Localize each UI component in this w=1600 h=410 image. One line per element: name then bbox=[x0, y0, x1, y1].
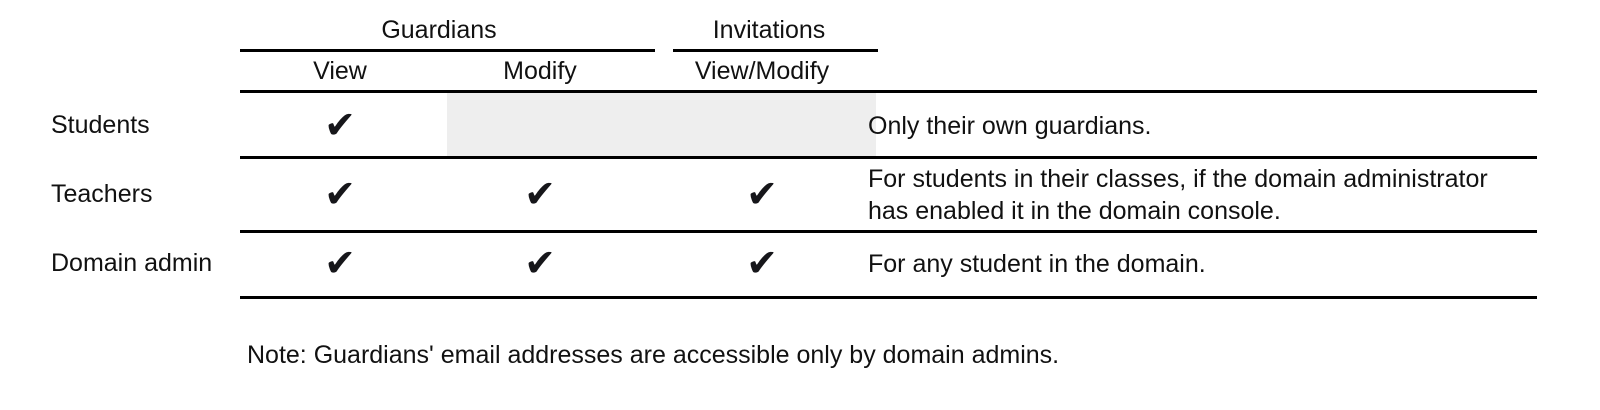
row-description-domain-admin: For any student in the domain. bbox=[868, 250, 1206, 278]
column-header-modify: Modify bbox=[503, 57, 577, 85]
check-icon-teachers-invitations: ✔ bbox=[746, 172, 778, 216]
column-group-guardians: Guardians bbox=[381, 16, 497, 44]
row-description-teachers: For students in their classes, if the do… bbox=[868, 165, 1488, 225]
rule-group-invitations bbox=[673, 49, 878, 52]
rule-row-students-bottom bbox=[240, 156, 1537, 159]
row-label-domain-admin: Domain admin bbox=[51, 249, 213, 277]
rule-row-teachers-bottom bbox=[240, 230, 1537, 233]
row-label-teachers: Teachers bbox=[51, 180, 153, 208]
rule-group-guardians bbox=[240, 49, 655, 52]
check-icon-domain-admin-guardians-view: ✔ bbox=[324, 241, 356, 285]
check-icon-teachers-guardians-modify: ✔ bbox=[524, 172, 556, 216]
rule-table-bottom bbox=[240, 296, 1537, 299]
column-header-view: View bbox=[313, 57, 367, 85]
row-label-students: Students bbox=[51, 111, 150, 139]
check-icon-students-guardians-view: ✔ bbox=[324, 103, 356, 147]
check-icon-domain-admin-invitations: ✔ bbox=[746, 241, 778, 285]
check-icon-teachers-guardians-view: ✔ bbox=[324, 172, 356, 216]
footnote-guardian-email-access: Note: Guardians' email addresses are acc… bbox=[247, 341, 1060, 369]
check-icon-domain-admin-guardians-modify: ✔ bbox=[524, 241, 556, 285]
column-group-invitations: Invitations bbox=[712, 16, 826, 44]
rule-header-bottom bbox=[240, 90, 1537, 93]
row-description-students: Only their own guardians. bbox=[868, 112, 1152, 140]
shaded-cell-students-unavailable bbox=[447, 93, 876, 156]
column-header-view-modify: View/Modify bbox=[694, 57, 830, 85]
